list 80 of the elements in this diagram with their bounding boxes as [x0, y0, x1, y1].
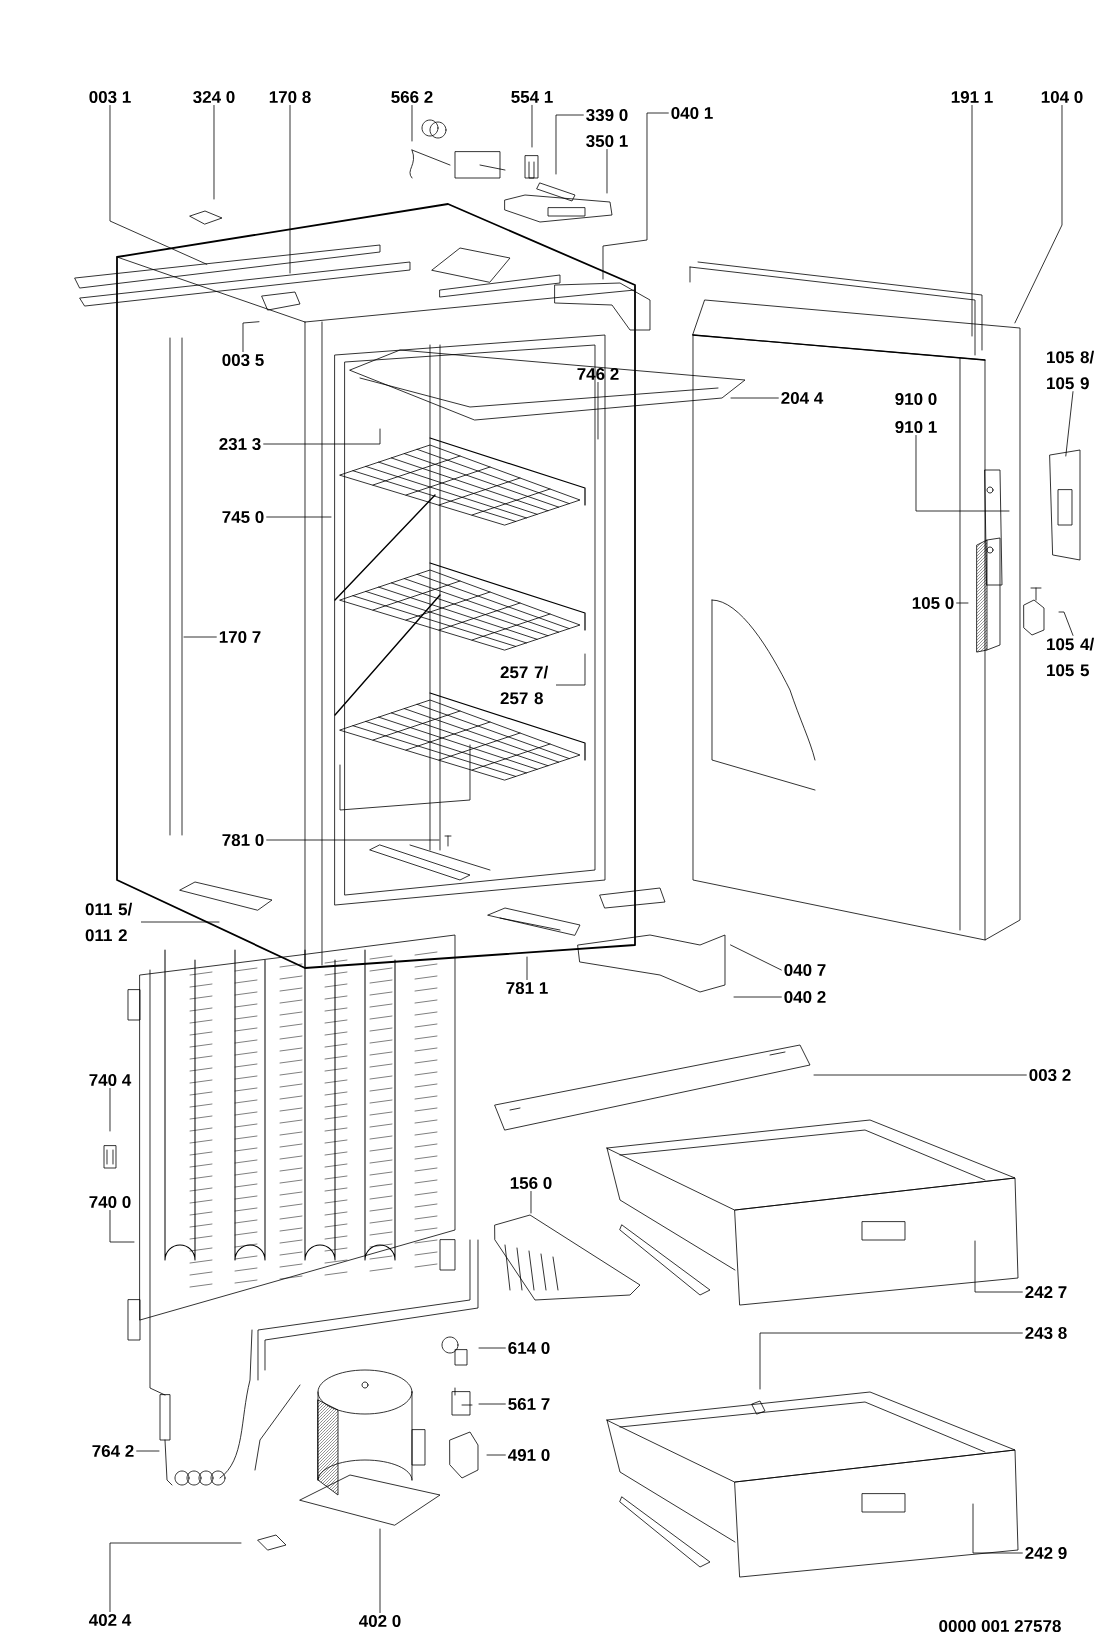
- callout-number: 402 4: [89, 1614, 132, 1627]
- callout-number: 745 0: [222, 511, 264, 524]
- leader-line: [526, 956, 528, 980]
- leader-line: [1058, 611, 1074, 636]
- callout-number: 242 9: [1025, 1547, 1067, 1560]
- callout-number: 242 7: [1025, 1286, 1067, 1298]
- callout-number: 561 7: [508, 1398, 550, 1411]
- callout-number: 231 3: [219, 438, 261, 451]
- leader-line: [813, 1074, 1027, 1076]
- callout-number: 781 0: [222, 834, 264, 847]
- leader-line: [972, 1503, 1023, 1554]
- leader-line: [213, 105, 215, 200]
- leader-line: [606, 149, 608, 194]
- leader-line: [730, 397, 779, 399]
- leader-line: [266, 516, 332, 518]
- callout-number: 105 4/ 105 5: [1047, 637, 1095, 677]
- callout-number: 040 7: [784, 964, 826, 977]
- leader-line: [974, 1240, 1023, 1293]
- leader-line: [109, 1542, 242, 1612]
- leader-line: [183, 636, 217, 638]
- leader-line: [971, 105, 973, 337]
- callout-number: 170 8: [269, 91, 311, 104]
- callout-number: 040 1: [671, 107, 713, 120]
- callout-number: 910 0: [895, 393, 937, 406]
- callout-number: 781 1: [506, 982, 548, 995]
- leader-line: [379, 1528, 381, 1613]
- callout-number: 910 1: [895, 421, 937, 434]
- callout-number: 011 5/ 011 2: [85, 902, 133, 942]
- callout-number: 764 2: [92, 1445, 134, 1458]
- callout-number: 491 0: [508, 1449, 550, 1462]
- callout-number: 566 2: [391, 91, 433, 104]
- leader-line: [602, 112, 669, 280]
- callout-number: 204 4: [781, 392, 824, 405]
- leader-line: [597, 382, 599, 440]
- leader-line: [531, 104, 533, 148]
- leader-line: [478, 1403, 506, 1405]
- leader-line: [266, 839, 440, 841]
- callout-number: 003 2: [1029, 1069, 1071, 1082]
- callout-number: 105 8/ 105 9: [1047, 350, 1095, 390]
- callout-number: 339 0: [586, 109, 628, 122]
- leader-line: [141, 921, 220, 923]
- leader-line: [109, 1088, 111, 1132]
- callout-number: 350 1: [586, 135, 628, 148]
- callout-number: 003 1: [89, 91, 131, 104]
- leader-line: [486, 1454, 506, 1456]
- callout-number: 156 0: [510, 1177, 552, 1190]
- leader-line: [733, 996, 782, 998]
- leader-line: [530, 1191, 532, 1214]
- leader-line: [556, 653, 586, 686]
- callout-number: 104 0: [1041, 91, 1083, 104]
- callout-number: 740 0: [89, 1196, 131, 1209]
- leader-line: [109, 105, 208, 265]
- callout-number: 402 0: [359, 1615, 401, 1628]
- leader-line: [555, 114, 584, 175]
- leader-line: [242, 321, 260, 352]
- callout-number: 740 4: [89, 1074, 132, 1087]
- callout-number: 257 7/ 257 8: [500, 665, 549, 705]
- callout-number: 554 1: [511, 91, 553, 103]
- callout-number: 191 1: [951, 91, 993, 104]
- leader-line: [759, 1332, 1023, 1390]
- callout-number: 614 0: [508, 1342, 550, 1355]
- leader-line: [956, 602, 969, 604]
- callout-number: 105 0: [912, 597, 954, 610]
- leader-line: [915, 435, 1010, 512]
- callout-number: 746 2: [577, 368, 619, 381]
- leader-line: [289, 105, 291, 274]
- leader-line: [136, 1450, 160, 1452]
- callout-number: 243 8: [1025, 1327, 1067, 1340]
- callout-number: 040 2: [784, 991, 826, 1004]
- leader-line: [1014, 105, 1063, 324]
- callout-number: 003 5: [222, 354, 264, 367]
- leader-line: [1065, 391, 1074, 457]
- leader-line: [478, 1347, 506, 1349]
- callout-number: 324 0: [193, 91, 235, 104]
- drawing-number: 0000 001 27578: [939, 1620, 1061, 1633]
- callout-number: 170 7: [219, 631, 261, 644]
- leader-line: [411, 105, 413, 142]
- leader-line: [730, 944, 782, 971]
- leader-line: [263, 428, 381, 445]
- leader-line: [109, 1210, 135, 1243]
